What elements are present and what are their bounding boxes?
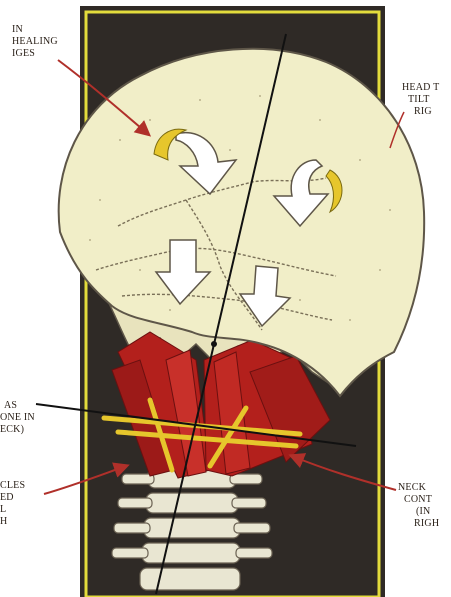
label-line: H (0, 516, 25, 528)
label-line: RIG (402, 106, 439, 118)
label-line: RIGH (398, 518, 439, 530)
label-line: ED (0, 492, 25, 504)
axis-pivot (211, 341, 217, 347)
label-line: IGES (12, 48, 58, 60)
label-muscles: CLES ED L H (0, 480, 25, 528)
label-line: ECK) (0, 424, 35, 436)
label-line: CONT (398, 494, 439, 506)
label-line: NECK (398, 482, 439, 494)
label-line: IN (12, 24, 58, 36)
label-head-tilt: HEAD T TILT RIG (402, 82, 439, 118)
label-line: CLES (0, 480, 25, 492)
label-neck-contraction: NECK CONT (IN RIGH (398, 482, 439, 530)
label-line: HEALING (12, 36, 58, 48)
label-atlas-bone: AS ONE IN ECK) (0, 400, 35, 436)
label-line: L (0, 504, 25, 516)
label-line: TILT (402, 94, 439, 106)
label-healing-edges: IN HEALING IGES (12, 24, 58, 60)
label-line: AS (0, 400, 35, 412)
label-line: HEAD T (402, 82, 439, 94)
label-line: (IN (398, 506, 439, 518)
label-line: ONE IN (0, 412, 35, 424)
